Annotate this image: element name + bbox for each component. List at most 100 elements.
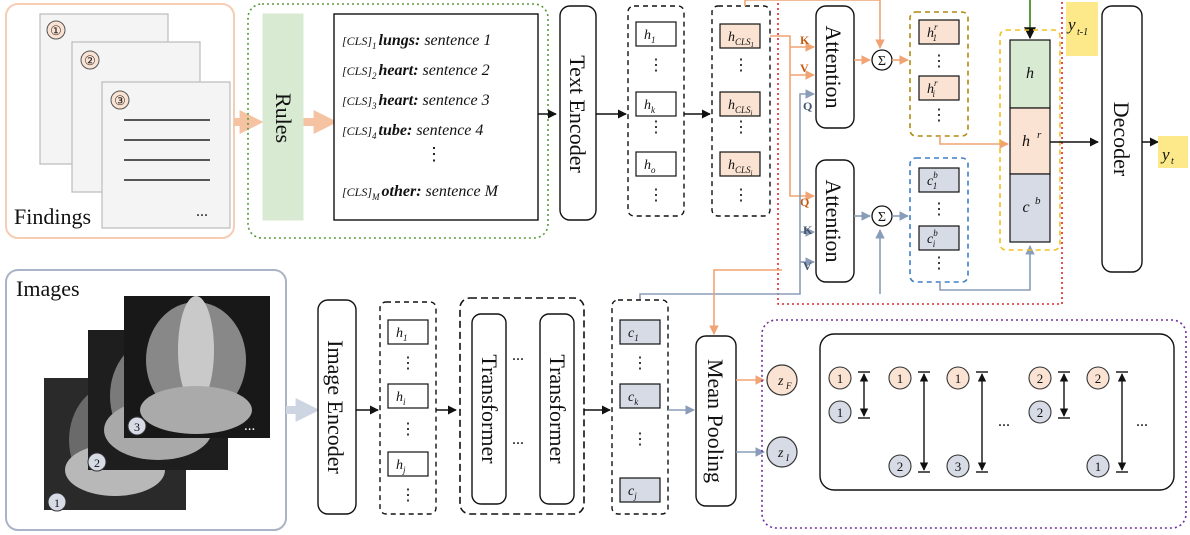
vdots: ⋮: [648, 57, 664, 74]
mean-pooling-box: [695, 335, 737, 507]
svg-text:cbi: cbi: [927, 228, 938, 249]
image-token: hi: [387, 383, 429, 409]
svg-text:①: ①: [50, 23, 62, 38]
key-label-top: K: [800, 33, 810, 47]
rules-label: Rules: [271, 93, 296, 143]
image-encoder: [317, 299, 357, 515]
vdots: ⋮: [648, 119, 664, 136]
svg-text:②: ②: [84, 53, 96, 68]
svg-text:cb1: cb1: [927, 170, 938, 191]
svg-text:1: 1: [54, 496, 60, 510]
svg-text:3: 3: [134, 420, 140, 434]
svg-text:Transformer: Transformer: [477, 354, 502, 464]
text-encoder: [559, 5, 597, 221]
svg-text:hr1: hr1: [927, 22, 938, 43]
mean-pooling-label: Mean Pooling: [703, 359, 728, 483]
transformer-1: [471, 313, 507, 505]
svg-text:3: 3: [955, 459, 962, 474]
svg-text:z: z: [777, 446, 784, 461]
pair: 21: [1086, 366, 1128, 478]
svg-text:r: r: [1037, 129, 1042, 141]
concat-cb: [1009, 173, 1051, 243]
svg-text:③: ③: [114, 93, 126, 108]
svg-text:Σ: Σ: [878, 210, 886, 225]
svg-text:b: b: [1035, 195, 1041, 207]
query-label-bottom: Q: [800, 195, 809, 209]
image-token: hj: [387, 451, 429, 477]
svg-text:2: 2: [897, 459, 904, 474]
svg-text:1: 1: [1095, 459, 1102, 474]
vdots: ⋮: [931, 53, 947, 70]
svg-text:Σ: Σ: [878, 54, 886, 69]
svg-text:hri: hri: [927, 78, 938, 99]
pairs-ellipsis: ...: [998, 413, 1010, 430]
value-label-top: V: [800, 61, 809, 75]
svg-text:hCLSi: hCLSi: [728, 98, 753, 117]
z-f-node: [766, 364, 798, 396]
vdots: ⋮: [931, 255, 947, 272]
svg-text:...: ...: [512, 347, 524, 364]
vdots: ⋮: [931, 107, 947, 124]
images-label: Images: [16, 276, 80, 301]
pair: 22: [1028, 366, 1070, 424]
pair: 11: [828, 366, 870, 424]
attention-box-top: [815, 5, 855, 129]
attention-label-bottom: Attention: [821, 179, 846, 262]
cls-token: hCLSj: [719, 151, 761, 177]
cls-token: hCLSi: [719, 91, 761, 117]
svg-text:...: ...: [196, 203, 208, 220]
query-label-top: Q: [803, 99, 812, 113]
svg-text:z: z: [777, 374, 784, 389]
svg-text:ck: ck: [628, 390, 639, 407]
svg-text:h1: h1: [396, 326, 408, 343]
text-encoder-label: Text Encoder: [565, 55, 590, 173]
pairs-ellipsis-end: ...: [1136, 413, 1148, 430]
vdots: ⋮: [648, 187, 664, 204]
image-encoder-label: Image Encoder: [323, 340, 348, 474]
svg-text:hi: hi: [396, 390, 406, 407]
svg-text:h: h: [1022, 133, 1030, 150]
rules-box: [262, 13, 304, 221]
concat-group: [999, 29, 1061, 251]
y-t-badge: [1158, 136, 1188, 168]
svg-text:cj: cj: [628, 484, 637, 501]
svg-text:...: ...: [512, 431, 524, 448]
transformer-2: [539, 313, 575, 505]
vdots: ⋮: [632, 355, 648, 372]
pair: 12: [888, 366, 930, 478]
svg-text:t: t: [1171, 156, 1174, 167]
svg-text:hk: hk: [644, 98, 656, 115]
c-token: c1: [619, 319, 661, 345]
sentence-vdots: ⋮: [425, 144, 443, 164]
svg-text:t-1: t-1: [1077, 27, 1088, 38]
svg-text:hCLSj: hCLSj: [728, 158, 753, 177]
svg-text:...: ...: [244, 418, 255, 434]
decoder-label: Decoder: [1109, 102, 1134, 177]
cls-token: hCLS1: [719, 23, 761, 49]
concat-h: [1009, 39, 1051, 109]
svg-text:ho: ho: [644, 158, 656, 175]
pair: 13: [946, 366, 988, 478]
vdots: ⋮: [632, 431, 648, 448]
vdots: ⋮: [733, 57, 749, 74]
image-token: h1: [387, 319, 429, 345]
svg-text:y: y: [1160, 145, 1170, 164]
sentences-box: [333, 13, 539, 221]
svg-text:1: 1: [837, 371, 844, 386]
c-token: cj: [619, 477, 661, 503]
vdots: ⋮: [400, 355, 416, 372]
pairs-box: [819, 333, 1175, 491]
